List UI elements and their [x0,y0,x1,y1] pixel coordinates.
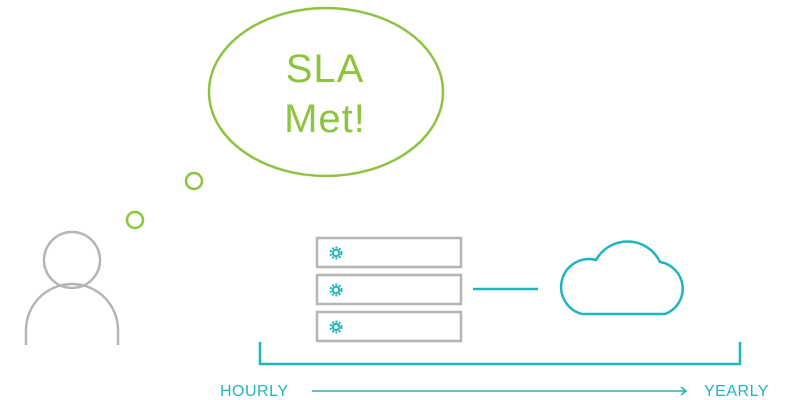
gear-icon [329,283,343,297]
gear-icon [329,246,343,260]
server-unit-2 [315,273,463,306]
thought-bubble [125,6,445,230]
cloud-icon [559,240,684,316]
thought-bubble-main [207,6,445,178]
range-bracket [258,342,742,366]
bubble-text-line-1: SLA [285,47,365,91]
bubble-text-line-2: Met! [284,97,366,141]
person-icon [24,230,120,345]
server-unit-1 [315,236,463,269]
server-unit-3 [315,310,463,343]
axis-end-label: YEARLY [704,383,769,400]
axis-start-label: HOURLY [220,383,289,400]
server-stack-icon [315,236,463,343]
time-arrow [312,386,688,396]
thought-bubble-dot-small [125,210,145,230]
gear-icon [329,320,343,334]
thought-bubble-dot-large [184,171,204,191]
bubble-text: SLA Met! [210,44,440,144]
